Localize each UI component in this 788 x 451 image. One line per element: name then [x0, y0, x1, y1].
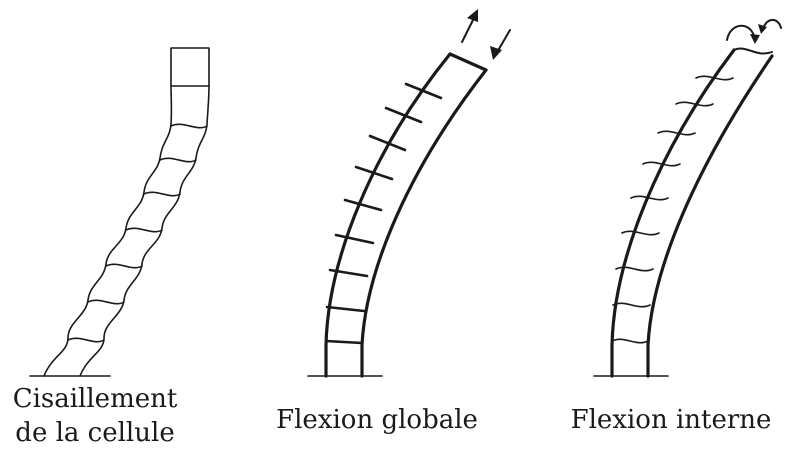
internal-left-edge — [610, 48, 736, 378]
caption-global-bending: Flexion globale — [276, 405, 478, 435]
caption-shear-line2: de la cellule — [15, 418, 175, 448]
internal-bending-column — [593, 19, 782, 378]
caption-shear-line1: Cisaillement — [12, 384, 178, 414]
internal-top-edge — [733, 47, 773, 55]
shear-cross-3 — [105, 263, 143, 269]
shear-cross-2 — [87, 299, 125, 305]
caption-shear: Cisaillement de la cellule — [0, 382, 190, 450]
internal-wavy-cross-lines — [611, 75, 734, 344]
global-bending-column — [307, 9, 511, 378]
global-right-edge — [360, 68, 488, 378]
compression-arrowhead — [490, 46, 502, 60]
shear-cross-1 — [67, 337, 105, 343]
moment-arrowhead-right — [758, 24, 767, 34]
global-left-edge — [324, 52, 452, 378]
shear-cross-4 — [125, 227, 163, 233]
shear-column — [29, 47, 210, 377]
shear-cross-7 — [170, 123, 208, 129]
shear-cross-5 — [143, 191, 181, 197]
shear-cross-6 — [159, 157, 197, 163]
global-cross-lines — [324, 82, 443, 345]
tension-arrowhead — [467, 9, 478, 22]
moment-arrow-left — [726, 24, 756, 41]
top-square-cell — [170, 47, 210, 87]
internal-right-edge — [646, 54, 774, 378]
global-top-edge — [448, 52, 488, 72]
shear-right-edge — [79, 85, 210, 377]
moment-arrowhead-left — [750, 34, 760, 44]
axial-arrows — [461, 13, 511, 55]
caption-internal-bending: Flexion interne — [570, 405, 772, 435]
shear-left-edge — [43, 85, 173, 377]
